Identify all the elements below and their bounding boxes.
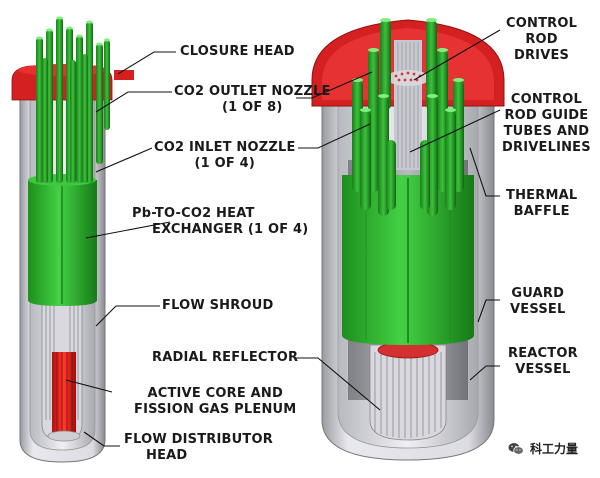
label-reactor-vessel-line1: REACTOR bbox=[508, 346, 578, 361]
label-thermal-baffle-line1: THERMAL bbox=[506, 188, 578, 203]
leader-lines bbox=[65, 29, 501, 447]
label-guard-vessel: GUARD VESSEL bbox=[510, 286, 565, 318]
label-co2-outlet-line1: CO2 OUTLET NOZZLE bbox=[174, 84, 331, 99]
label-active-core-line1: ACTIVE CORE AND bbox=[147, 386, 283, 401]
label-active-core-line2: FISSION GAS PLENUM bbox=[134, 402, 297, 417]
wechat-icon bbox=[508, 442, 524, 455]
label-co2-outlet-nozzle: CO2 OUTLET NOZZLE (1 OF 8) bbox=[174, 84, 331, 116]
label-heat-exchanger-line1: Pb-TO-CO2 HEAT bbox=[132, 206, 255, 221]
watermark-text: 科工力量 bbox=[530, 442, 579, 456]
label-co2-inlet-line1: CO2 INLET NOZZLE bbox=[154, 140, 296, 155]
label-guard-vessel-line2: VESSEL bbox=[510, 302, 566, 317]
label-flow-distributor-line1: FLOW DISTRIBUTOR bbox=[124, 432, 273, 447]
label-reactor-vessel: REACTOR VESSEL bbox=[508, 346, 578, 378]
label-control-rod-drives-line2: ROD bbox=[525, 32, 558, 47]
label-control-rod-drives-line1: CONTROL bbox=[506, 16, 578, 31]
label-flow-shroud-line1: FLOW SHROUD bbox=[162, 298, 274, 313]
label-control-rod-drives: CONTROL ROD DRIVES bbox=[506, 16, 577, 64]
label-radial-reflector-line1: RADIAL REFLECTOR bbox=[152, 350, 299, 365]
label-thermal-baffle-line2: BAFFLE bbox=[513, 204, 570, 219]
watermark: 科工力量 bbox=[508, 440, 578, 457]
label-control-rod-drives-line3: DRIVES bbox=[513, 48, 570, 63]
label-heat-exchanger: Pb-TO-CO2 HEAT EXCHANGER (1 OF 4) bbox=[132, 206, 308, 238]
label-reactor-vessel-line2: VESSEL bbox=[515, 362, 571, 377]
right-reactor bbox=[311, 18, 505, 461]
label-closure-head: CLOSURE HEAD bbox=[180, 44, 295, 60]
label-flow-distributor-head: FLOW DISTRIBUTOR HEAD bbox=[124, 432, 273, 464]
label-active-core: ACTIVE CORE AND FISSION GAS PLENUM bbox=[134, 386, 296, 418]
label-guide-tubes-line3: TUBES AND bbox=[503, 124, 590, 139]
label-guard-vessel-line1: GUARD bbox=[511, 286, 565, 301]
label-control-rod-guide-tubes: CONTROL ROD GUIDE TUBES AND DRIVELINES bbox=[502, 92, 591, 156]
label-closure-head-line1: CLOSURE HEAD bbox=[180, 44, 295, 59]
label-co2-inlet-line2: (1 OF 4) bbox=[194, 156, 256, 171]
left-reactor bbox=[11, 16, 134, 463]
label-flow-distributor-line2: HEAD bbox=[146, 448, 188, 463]
label-flow-shroud: FLOW SHROUD bbox=[162, 298, 273, 314]
label-radial-reflector: RADIAL REFLECTOR bbox=[152, 350, 298, 366]
label-thermal-baffle: THERMAL BAFFLE bbox=[506, 188, 577, 220]
label-guide-tubes-line4: DRIVELINES bbox=[502, 140, 591, 155]
label-guide-tubes-line2: ROD GUIDE bbox=[504, 108, 589, 123]
label-co2-outlet-line2: (1 OF 8) bbox=[221, 100, 283, 115]
label-guide-tubes-line1: CONTROL bbox=[510, 92, 582, 107]
label-co2-inlet-nozzle: CO2 INLET NOZZLE (1 OF 4) bbox=[154, 140, 296, 172]
label-heat-exchanger-line2: EXCHANGER (1 OF 4) bbox=[152, 222, 309, 237]
